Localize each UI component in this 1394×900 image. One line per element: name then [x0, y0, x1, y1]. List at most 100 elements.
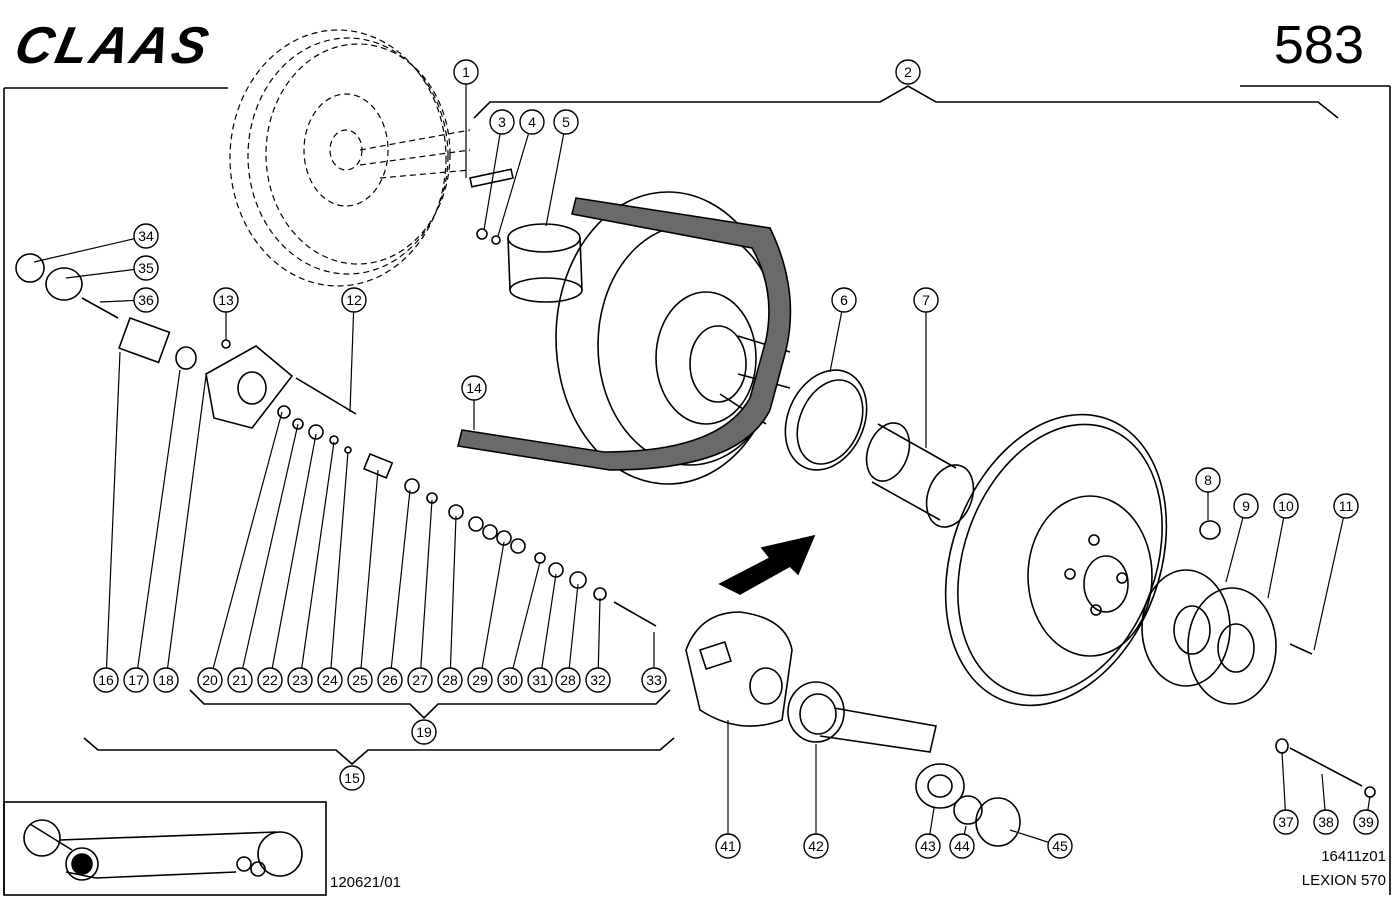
callout-bubble	[339, 765, 365, 791]
callout-c43: 43	[915, 807, 941, 859]
callout-bubble	[553, 109, 579, 135]
callout-number: 29	[472, 672, 488, 688]
callout-number: 28	[560, 672, 576, 688]
drive-belt	[457, 197, 792, 471]
callout-number: 2	[904, 64, 912, 80]
spring-cylinder	[865, 422, 975, 528]
callout-number: 37	[1278, 814, 1294, 830]
callout-number: 6	[840, 292, 848, 308]
callout-bubble	[1313, 809, 1339, 835]
bearing-bracket	[787, 681, 937, 753]
callout-number: 39	[1358, 814, 1374, 830]
bearing-sleeve	[476, 223, 583, 303]
callout-number: 19	[416, 724, 432, 740]
callout-number: 45	[1052, 838, 1068, 854]
callout-leader	[209, 411, 283, 681]
callout-number: 14	[466, 380, 482, 396]
callout-bubble	[1273, 809, 1299, 835]
callout-number: 3	[498, 114, 506, 130]
cam-hub	[685, 611, 793, 727]
sprocket-wheel-outline	[229, 29, 471, 287]
callout-number: 12	[346, 292, 362, 308]
callout-bubble	[489, 109, 515, 135]
model-name: LEXION 570	[1301, 872, 1386, 889]
callout-bubble	[803, 833, 829, 859]
callout-bubble	[895, 59, 921, 85]
callout-bubble	[407, 667, 433, 693]
callout-bubble	[1333, 493, 1359, 519]
callout-bubble	[227, 667, 253, 693]
callout-number: 38	[1318, 814, 1334, 830]
callout-leader	[165, 375, 207, 681]
callout-bubble	[377, 667, 403, 693]
callout-bubble	[519, 109, 545, 135]
callout-bubble	[453, 59, 479, 85]
callout-bubble	[715, 833, 741, 859]
callout-number: 41	[720, 838, 736, 854]
callout-bubble	[497, 667, 523, 693]
callout-bubble	[133, 223, 159, 249]
callout-leader	[483, 121, 503, 231]
callout-leader	[449, 515, 457, 681]
callout-c1: 1	[453, 59, 479, 178]
callout-number: 5	[562, 114, 570, 130]
callout-bubble	[915, 833, 941, 859]
callout-c30: 30	[497, 561, 541, 693]
callout-number: 34	[138, 228, 154, 244]
variator-disc	[944, 413, 1168, 707]
callout-bubble	[461, 375, 487, 401]
callout-bubble	[1195, 467, 1221, 493]
callout-c6: 6	[829, 287, 857, 373]
callout-c35: 35	[65, 255, 159, 281]
callout-c12: 12	[341, 287, 367, 413]
callout-c28a: 28	[437, 515, 463, 693]
callout-c23: 23	[287, 441, 335, 693]
callout-number: 18	[158, 672, 174, 688]
callout-c4: 4	[497, 109, 545, 237]
callout-c26: 26	[377, 489, 411, 693]
callout-bubble	[527, 667, 553, 693]
frame-lines	[3, 85, 1391, 895]
callout-c17: 17	[123, 369, 181, 693]
callout-bubble	[1047, 833, 1073, 859]
callout-c32: 32	[585, 597, 611, 693]
callout-number: 30	[502, 672, 518, 688]
callout-number: 33	[646, 672, 662, 688]
callout-leader	[1225, 505, 1247, 583]
callout-leader	[1267, 505, 1287, 599]
callout-leader	[135, 369, 181, 681]
callout-leader	[1313, 505, 1347, 651]
callout-c8: 8	[1195, 467, 1221, 520]
callout-number: 44	[954, 838, 970, 854]
callout-number: 17	[128, 672, 144, 688]
callout-number: 43	[920, 838, 936, 854]
callout-number: 10	[1278, 498, 1294, 514]
callout-leader	[359, 469, 379, 681]
circlip	[975, 797, 1021, 847]
callout-bubble	[213, 287, 239, 313]
callout-bubble	[585, 667, 611, 693]
callout-bubble	[347, 667, 373, 693]
callout-number: 7	[922, 292, 930, 308]
callout-number: 21	[232, 672, 248, 688]
callout-leader	[597, 597, 601, 681]
callout-c27: 27	[407, 499, 433, 693]
left-shaft-assembly	[15, 253, 657, 627]
callout-c31: 31	[527, 573, 557, 693]
callout-leader	[389, 489, 411, 681]
callout-c29: 29	[467, 541, 505, 693]
callout-number: 1	[462, 64, 470, 80]
callout-bubble	[287, 667, 313, 693]
callout-bubble	[1233, 493, 1259, 519]
callout-c25: 25	[347, 469, 379, 693]
callout-c34: 34	[33, 223, 159, 263]
callout-number: 22	[262, 672, 278, 688]
callout-c38: 38	[1313, 773, 1339, 835]
callout-c24: 24	[317, 451, 349, 693]
callout-number: 25	[352, 672, 368, 688]
callout-c45: 45	[1009, 829, 1073, 859]
callout-leader	[349, 299, 355, 413]
callout-bubble	[437, 667, 463, 693]
